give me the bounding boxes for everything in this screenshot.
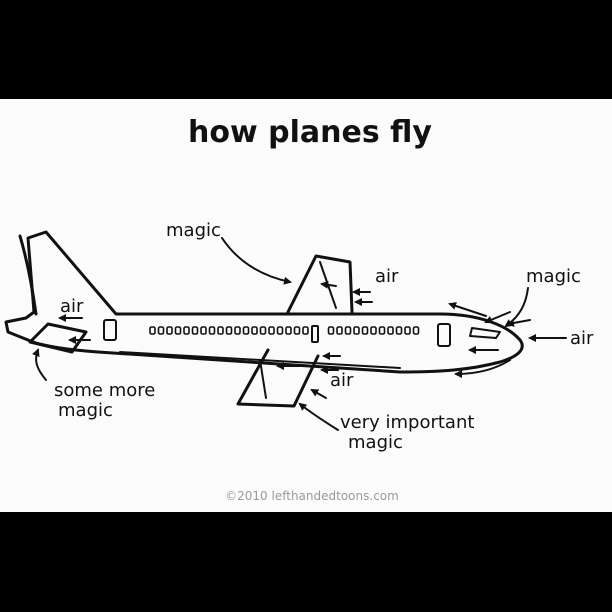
cabin-window: [302, 326, 309, 335]
cabin-window: [268, 326, 275, 335]
label-air-tail: air: [60, 296, 84, 317]
credit: ©2010 lefthandedtoons.com: [225, 489, 399, 503]
cabin-window: [276, 326, 284, 335]
air-arrows: [58, 280, 567, 399]
label-air-wing: air: [375, 266, 399, 287]
cabin-window: [412, 326, 420, 335]
cabin-window: [157, 326, 165, 335]
cabin-window: [183, 326, 190, 335]
cabin-window: [353, 326, 360, 335]
cabin-window: [336, 326, 343, 335]
mid-door: [311, 325, 319, 343]
lower-wing-inner: [259, 359, 267, 399]
cabin-window: [387, 326, 394, 335]
cabin-window: [370, 326, 377, 335]
title: how planes fly: [188, 115, 432, 150]
label-some-more: some more: [54, 380, 155, 401]
label-some-more-magic: magic: [58, 400, 113, 421]
label-air-nose: air: [570, 328, 594, 349]
cartoon-panel: [0, 99, 612, 512]
cabin-window: [217, 326, 224, 335]
lower-wing: [236, 348, 320, 408]
cabin-window: [293, 326, 301, 335]
cabin-window: [361, 326, 369, 335]
label-magic-top: magic: [166, 220, 221, 241]
cockpit-window: [469, 327, 501, 339]
window-row: [149, 326, 420, 335]
cabin-window: [327, 326, 335, 335]
cabin-window: [344, 326, 352, 335]
label-air-lower-wing: air: [330, 370, 354, 391]
cabin-window: [149, 326, 156, 335]
front-door: [437, 323, 451, 347]
cabin-window: [234, 326, 241, 335]
cabin-window: [395, 326, 403, 335]
cabin-window: [174, 326, 182, 335]
cabin-window: [225, 326, 233, 335]
very-important-arrow: [298, 402, 339, 431]
cabin-window: [259, 326, 267, 335]
label-very-important-magic: magic: [348, 432, 403, 453]
cabin-window: [251, 326, 258, 335]
some-more-magic-arrow: [32, 348, 47, 381]
label-magic-nose: magic: [526, 266, 581, 287]
cabin-window: [404, 326, 411, 335]
cabin-window: [166, 326, 173, 335]
tail-stabilizer: [28, 322, 88, 354]
cabin-window: [285, 326, 292, 335]
rear-door: [103, 319, 117, 341]
cabin-window: [208, 326, 216, 335]
upper-wing: [286, 254, 354, 314]
cabin-window: [191, 326, 199, 335]
label-very-important: very important: [340, 412, 474, 433]
cabin-window: [378, 326, 386, 335]
cabin-window: [200, 326, 207, 335]
magic-top-arrow: [221, 237, 292, 285]
cabin-window: [242, 326, 250, 335]
tail-fin: [18, 234, 38, 316]
